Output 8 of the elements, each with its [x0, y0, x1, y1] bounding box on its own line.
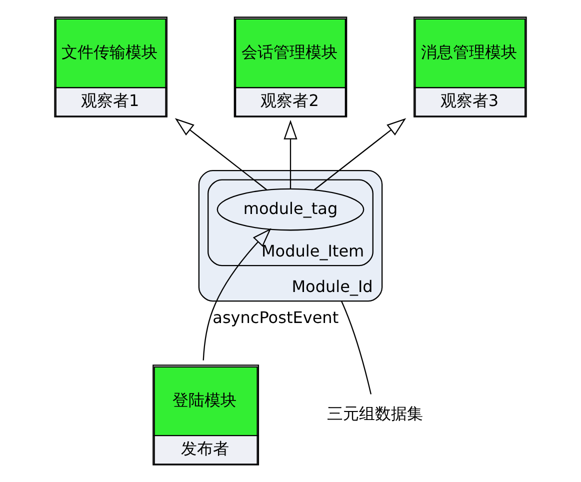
- node-text: 三元组数据集: [327, 404, 424, 424]
- connector: [340, 300, 372, 394]
- arrow: [314, 118, 406, 190]
- node-ellipse: module_tag: [216, 188, 364, 231]
- arrow: [284, 120, 298, 189]
- arrow: [174, 118, 267, 190]
- arrow: [202, 228, 272, 360]
- edge-label: asyncPostEvent: [212, 308, 339, 328]
